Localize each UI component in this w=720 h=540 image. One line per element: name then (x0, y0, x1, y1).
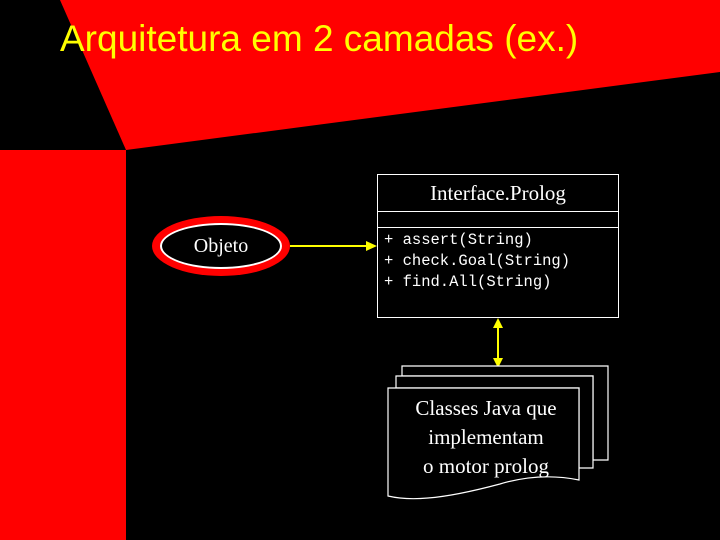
method-item: + find.All(String) (384, 273, 552, 291)
interface-name: Interface.Prolog (430, 180, 566, 205)
black-top-left-corner (0, 0, 126, 150)
method-item: + check.Goal(String) (384, 252, 571, 270)
object-label: Objeto (160, 223, 282, 269)
method-list: + assert(String) + check.Goal(String) + … (378, 228, 618, 293)
document-text: Classes Java que implementam o motor pro… (393, 394, 579, 481)
slide-title: Arquitetura em 2 camadas (ex.) (60, 18, 579, 59)
method-item: + assert(String) (384, 231, 533, 249)
class-divider (378, 211, 618, 212)
document-stack (387, 365, 609, 500)
document-line: o motor prolog (423, 454, 549, 478)
document-front (387, 387, 580, 500)
interface-class-box: Interface.Prolog + assert(String) + chec… (377, 174, 619, 318)
object-node: Objeto (152, 216, 290, 276)
document-line: Classes Java que (415, 396, 557, 420)
red-top-banner (0, 0, 720, 150)
document-line: implementam (428, 425, 544, 449)
association-arrow (290, 241, 377, 251)
class-divider (378, 227, 618, 228)
bidirectional-arrow (493, 318, 503, 368)
